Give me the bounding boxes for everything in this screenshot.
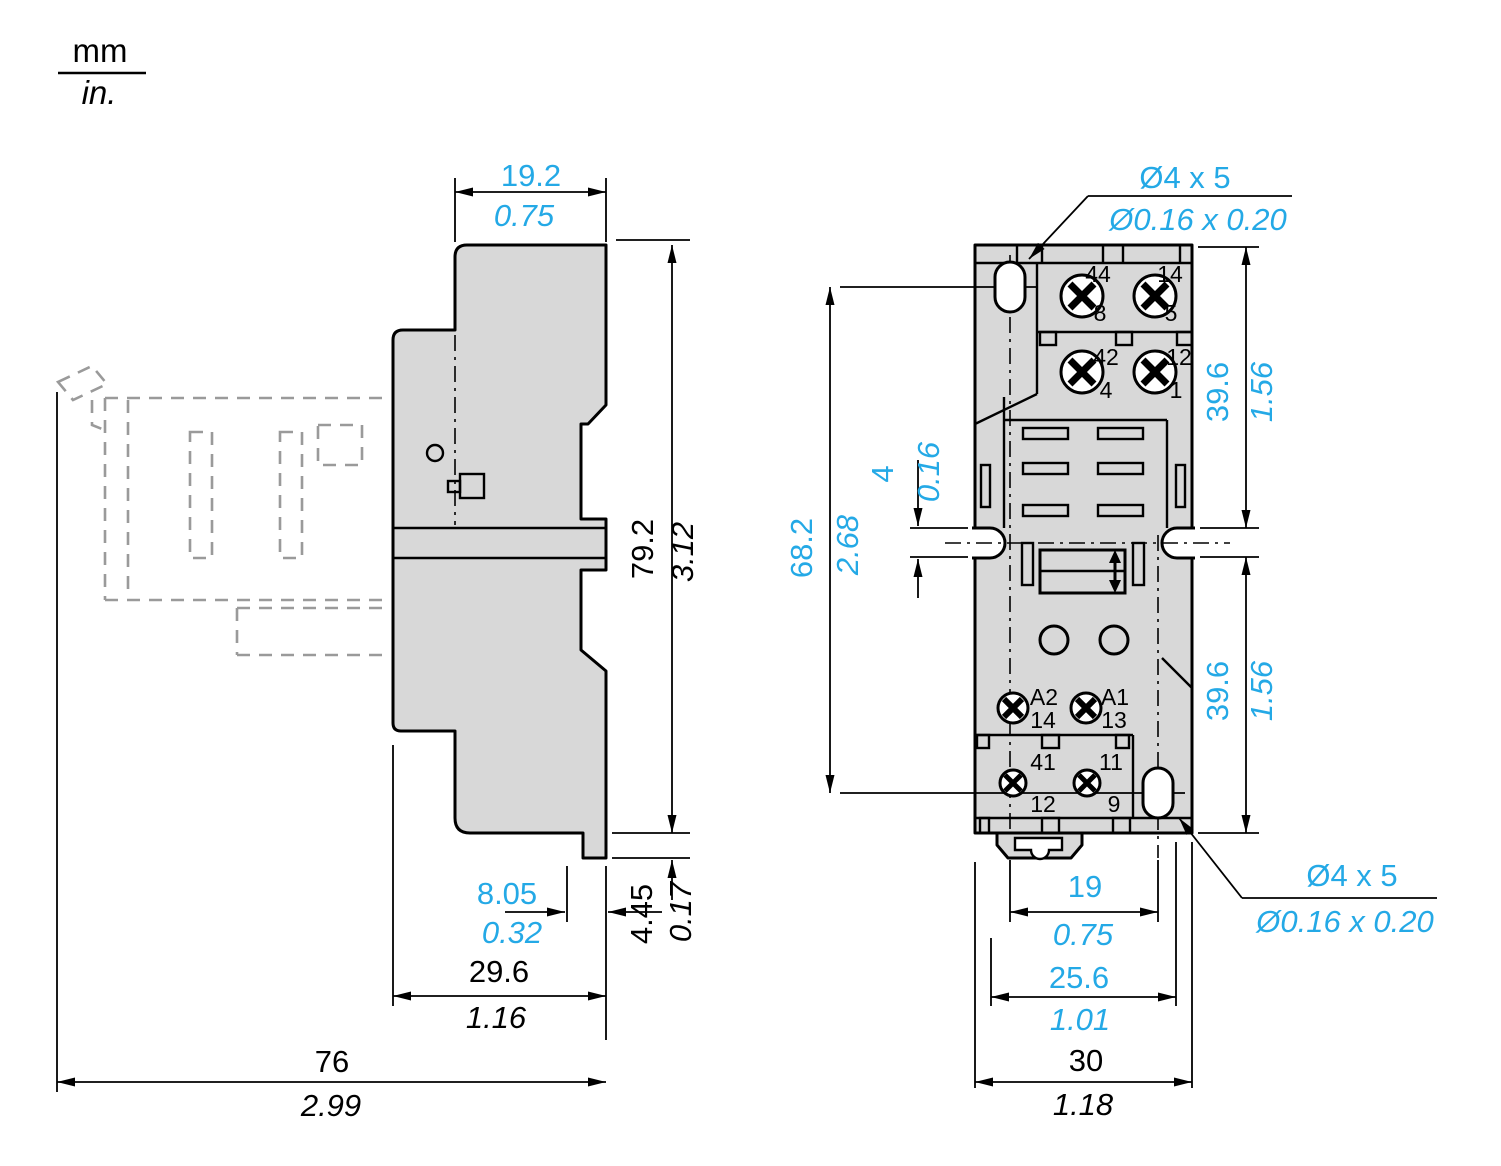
dim-hole-offset: 19 0.75 <box>1009 860 1159 952</box>
dim-hole-spacing-in: 2.68 <box>830 514 865 576</box>
label-terminal-12: 12 <box>1166 344 1192 370</box>
ghost-relay-outline <box>55 364 390 657</box>
front-internal-lines <box>974 245 1194 835</box>
screw-terminal-42 <box>1059 349 1105 395</box>
dim-hole-offset-mm: 19 <box>1068 869 1102 904</box>
label-terminal-11: 11 <box>1099 749 1123 775</box>
dim-foot-width-in: 0.32 <box>482 915 542 950</box>
label-terminal-14b: 14 <box>1030 707 1056 733</box>
dim-total-depth: 76 2.99 <box>56 392 606 1123</box>
label-terminal-42: 42 <box>1093 344 1119 370</box>
dim-lower-section-mm: 39.6 <box>1200 661 1235 721</box>
centerlines <box>945 255 1230 858</box>
mounting-hole-top <box>993 260 1027 314</box>
dim-lower-section-in: 1.56 <box>1244 660 1279 721</box>
dim-inner-width-mm: 25.6 <box>1049 960 1109 995</box>
dim-upper-section-mm: 39.6 <box>1200 362 1235 422</box>
dim-notch: 4 0.16 <box>865 441 968 598</box>
dim-foot-height: 4.45 0.17 <box>612 857 698 944</box>
dim-notch-in: 0.16 <box>911 441 946 502</box>
dim-notch-mm: 4 <box>865 465 900 482</box>
dim-width: 30 1.18 <box>974 842 1193 1122</box>
dim-top-width-in: 0.75 <box>494 198 555 233</box>
label-terminal-a2: A2 <box>1030 684 1058 710</box>
din-rail-slot-lines <box>393 526 606 560</box>
latch-direction-arrow <box>1109 550 1121 593</box>
dim-foot-height-in: 0.17 <box>663 880 698 942</box>
relay-guide-hole-right <box>1098 624 1130 656</box>
label-terminal-9: 9 <box>1108 791 1121 817</box>
dim-hole-spacing: 68.2 2.68 <box>784 287 865 793</box>
legend-mm-label: mm <box>73 32 128 69</box>
screw-terminal-41 <box>998 768 1028 798</box>
dim-body-depth: 29.6 1.16 <box>392 745 606 1035</box>
side-view-body <box>391 243 608 860</box>
screw-terminal-14 <box>1132 273 1178 319</box>
dim-hole-offset-in: 0.75 <box>1053 917 1114 952</box>
label-terminal-41: 41 <box>1030 749 1056 775</box>
relay-guide-hole-left <box>1038 624 1070 656</box>
dim-foot-width-mm: 8.05 <box>477 876 537 911</box>
label-terminal-12b: 12 <box>1030 791 1056 817</box>
dim-inner-width-in: 1.01 <box>1050 1002 1110 1037</box>
dim-height-mm: 79.2 <box>625 519 660 579</box>
label-terminal-4: 4 <box>1100 377 1113 403</box>
dim-upper-section-in: 1.56 <box>1244 361 1279 422</box>
dim-body-depth-in: 1.16 <box>466 1000 527 1035</box>
screw-terminal-a1 <box>1069 691 1103 725</box>
screw-terminal-a2 <box>996 691 1030 725</box>
label-terminal-14: 14 <box>1157 261 1183 287</box>
latch-area <box>1020 541 1146 656</box>
label-terminal-5: 5 <box>1165 300 1178 326</box>
dim-height: 79.2 3.12 <box>612 239 700 834</box>
callout-bottom-in: Ø0.16 x 0.20 <box>1255 904 1434 939</box>
dim-inner-width: 25.6 1.01 <box>990 842 1177 1037</box>
label-terminal-13: 13 <box>1101 707 1127 733</box>
label-terminal-a1: A1 <box>1101 684 1129 710</box>
dim-lower-section: 39.6 1.56 <box>1200 557 1279 833</box>
din-rail-clip <box>995 831 1084 861</box>
mounting-hole-bottom <box>1141 766 1175 820</box>
side-connector-icon <box>446 472 486 500</box>
dim-top-width-mm: 19.2 <box>501 158 561 193</box>
dim-top-width: 19.2 0.75 <box>454 158 607 242</box>
label-terminal-8: 8 <box>1094 300 1107 326</box>
dim-foot-height-mm: 4.45 <box>624 884 659 944</box>
dim-foot-width: 8.05 0.32 <box>477 866 662 1040</box>
front-view: 44 8 14 5 42 4 12 1 A2 14 A1 13 41 11 12… <box>784 160 1437 1122</box>
dim-body-depth-mm: 29.6 <box>469 954 529 989</box>
dim-width-in: 1.18 <box>1053 1087 1114 1122</box>
units-legend: mm in. <box>58 32 146 111</box>
dim-total-depth-mm: 76 <box>315 1044 349 1079</box>
legend-in-label: in. <box>82 74 117 111</box>
side-pin-hole <box>425 443 445 463</box>
label-terminal-1: 1 <box>1170 377 1183 403</box>
dim-height-in: 3.12 <box>665 522 700 582</box>
screw-terminal-12 <box>1132 349 1178 395</box>
callout-bottom-mm: Ø4 x 5 <box>1306 858 1397 893</box>
dim-total-depth-in: 2.99 <box>300 1088 361 1123</box>
dim-width-mm: 30 <box>1069 1043 1103 1078</box>
callout-top-in: Ø0.16 x 0.20 <box>1108 202 1287 237</box>
label-terminal-44: 44 <box>1085 261 1111 287</box>
terminal-labels: 44 8 14 5 42 4 12 1 A2 14 A1 13 41 11 12… <box>1030 261 1192 817</box>
callout-mount-hole-bottom: Ø4 x 5 Ø0.16 x 0.20 <box>1178 817 1437 939</box>
screw-terminal-11 <box>1072 768 1102 798</box>
dim-hole-spacing-mm: 68.2 <box>784 518 819 578</box>
screw-terminal-44 <box>1059 273 1105 319</box>
callout-top-mm: Ø4 x 5 <box>1139 160 1230 195</box>
callout-mount-hole-top: Ø4 x 5 Ø0.16 x 0.20 <box>1028 160 1292 260</box>
dim-upper-section: 39.6 1.56 <box>1198 246 1279 834</box>
side-view: 19.2 0.75 79.2 3.12 4.45 0.17 8.05 0.32 <box>55 158 700 1123</box>
